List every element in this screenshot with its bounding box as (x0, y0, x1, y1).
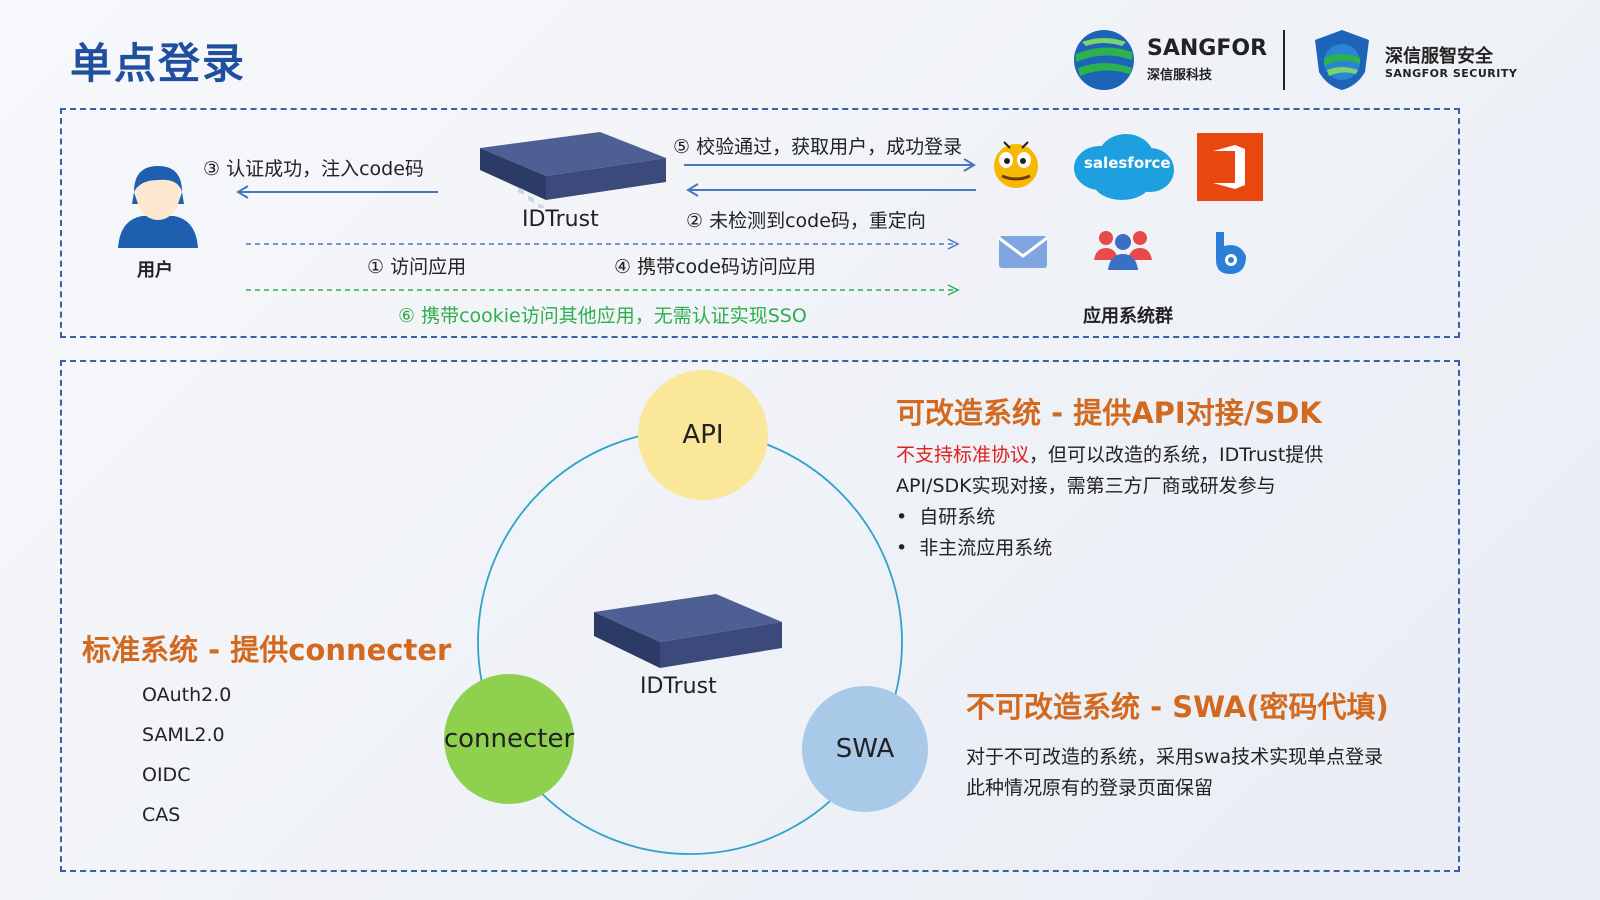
team-icon (1092, 226, 1154, 274)
sangfor-security-shield-logo (1313, 28, 1371, 92)
step1-4-dashed-arrow (246, 238, 960, 250)
api-description: 不支持标准协议，但可以改造的系统，IDTrust提供 API/SDK实现对接，需… (896, 440, 1416, 502)
logo-divider (1283, 30, 1285, 90)
api-desc-rest: ，但可以改造的系统，IDTrust提供 (1029, 444, 1324, 466)
integration-box (60, 360, 1460, 872)
app-group-label: 应用系统群 (1083, 306, 1173, 327)
protocol-oauth: OAuth2.0 (142, 684, 232, 706)
step2-text: ② 未检测到code码，重定向 (686, 210, 926, 232)
page-title: 单点登录 (70, 39, 247, 88)
swa-desc-1: 对于不可改造的系统，采用swa技术实现单点登录 (966, 746, 1384, 768)
step6-dashed-arrow (246, 284, 960, 296)
idtrust-device-icon (480, 128, 670, 211)
step4-text: ④ 携带code码访问应用 (614, 256, 816, 278)
api-bullet-2: • 非主流应用系统 (896, 537, 1053, 559)
api-bullet-1: • 自研系统 (896, 506, 996, 528)
user-label: 用户 (137, 260, 173, 281)
sangfor-logo-cn: 深信服科技 (1147, 68, 1213, 83)
mail-icon (998, 232, 1048, 272)
security-logo-cn: 深信服智安全 (1385, 46, 1493, 67)
swa-desc-2: 此种情况原有的登录页面保留 (966, 777, 1214, 799)
step3-arrow (236, 185, 438, 199)
api-desc-highlight: 不支持标准协议 (896, 444, 1030, 466)
step6-text: ⑥ 携带cookie访问其他应用，无需认证实现SSO (398, 305, 807, 327)
api-bullet-2-text: 非主流应用系统 (919, 537, 1053, 559)
protocol-oidc: OIDC (142, 764, 191, 786)
step1-text: ① 访问应用 (367, 256, 467, 278)
step5-arrow (684, 158, 976, 172)
api-heading: 可改造系统 - 提供API对接/SDK (896, 396, 1322, 430)
standard-heading: 标准系统 - 提供connecter (82, 633, 452, 667)
salesforce-icon: salesforce (1070, 130, 1176, 204)
office-icon (1197, 133, 1263, 201)
api-node: API (638, 370, 768, 500)
swa-node: SWA (802, 686, 928, 812)
connecter-node-label: connecter (443, 724, 575, 754)
connecter-node: connecter (444, 674, 574, 804)
api-desc-line2: API/SDK实现对接，需第三方厂商或研发参与 (896, 475, 1276, 497)
api-node-label: API (682, 420, 724, 450)
api-bullet-1-text: 自研系统 (919, 506, 996, 528)
step2-arrow (686, 183, 976, 197)
protocol-saml: SAML2.0 (142, 724, 225, 746)
swa-heading: 不可改造系统 - SWA(密码代填) (966, 690, 1389, 724)
step5-text: ⑤ 校验通过，获取用户，成功登录 (673, 136, 963, 158)
idtrust-label-top: IDTrust (522, 207, 599, 232)
sangfor-globe-logo (1072, 28, 1136, 92)
security-logo-en: SANGFOR SECURITY (1385, 67, 1518, 80)
salesforce-label: salesforce (1084, 154, 1171, 172)
idtrust-label-center: IDTrust (640, 674, 717, 699)
protocol-cas: CAS (142, 804, 181, 826)
user-icon (112, 160, 204, 250)
idtrust-device-icon-center (594, 590, 786, 676)
sso-flow-box (60, 108, 1460, 338)
sangfor-logo-name: SANGFOR (1147, 36, 1268, 61)
bluebird-app-icon (1212, 230, 1250, 276)
swa-node-label: SWA (835, 734, 895, 764)
step3-text: ③ 认证成功，注入code码 (203, 158, 424, 180)
bee-app-icon (990, 136, 1042, 196)
